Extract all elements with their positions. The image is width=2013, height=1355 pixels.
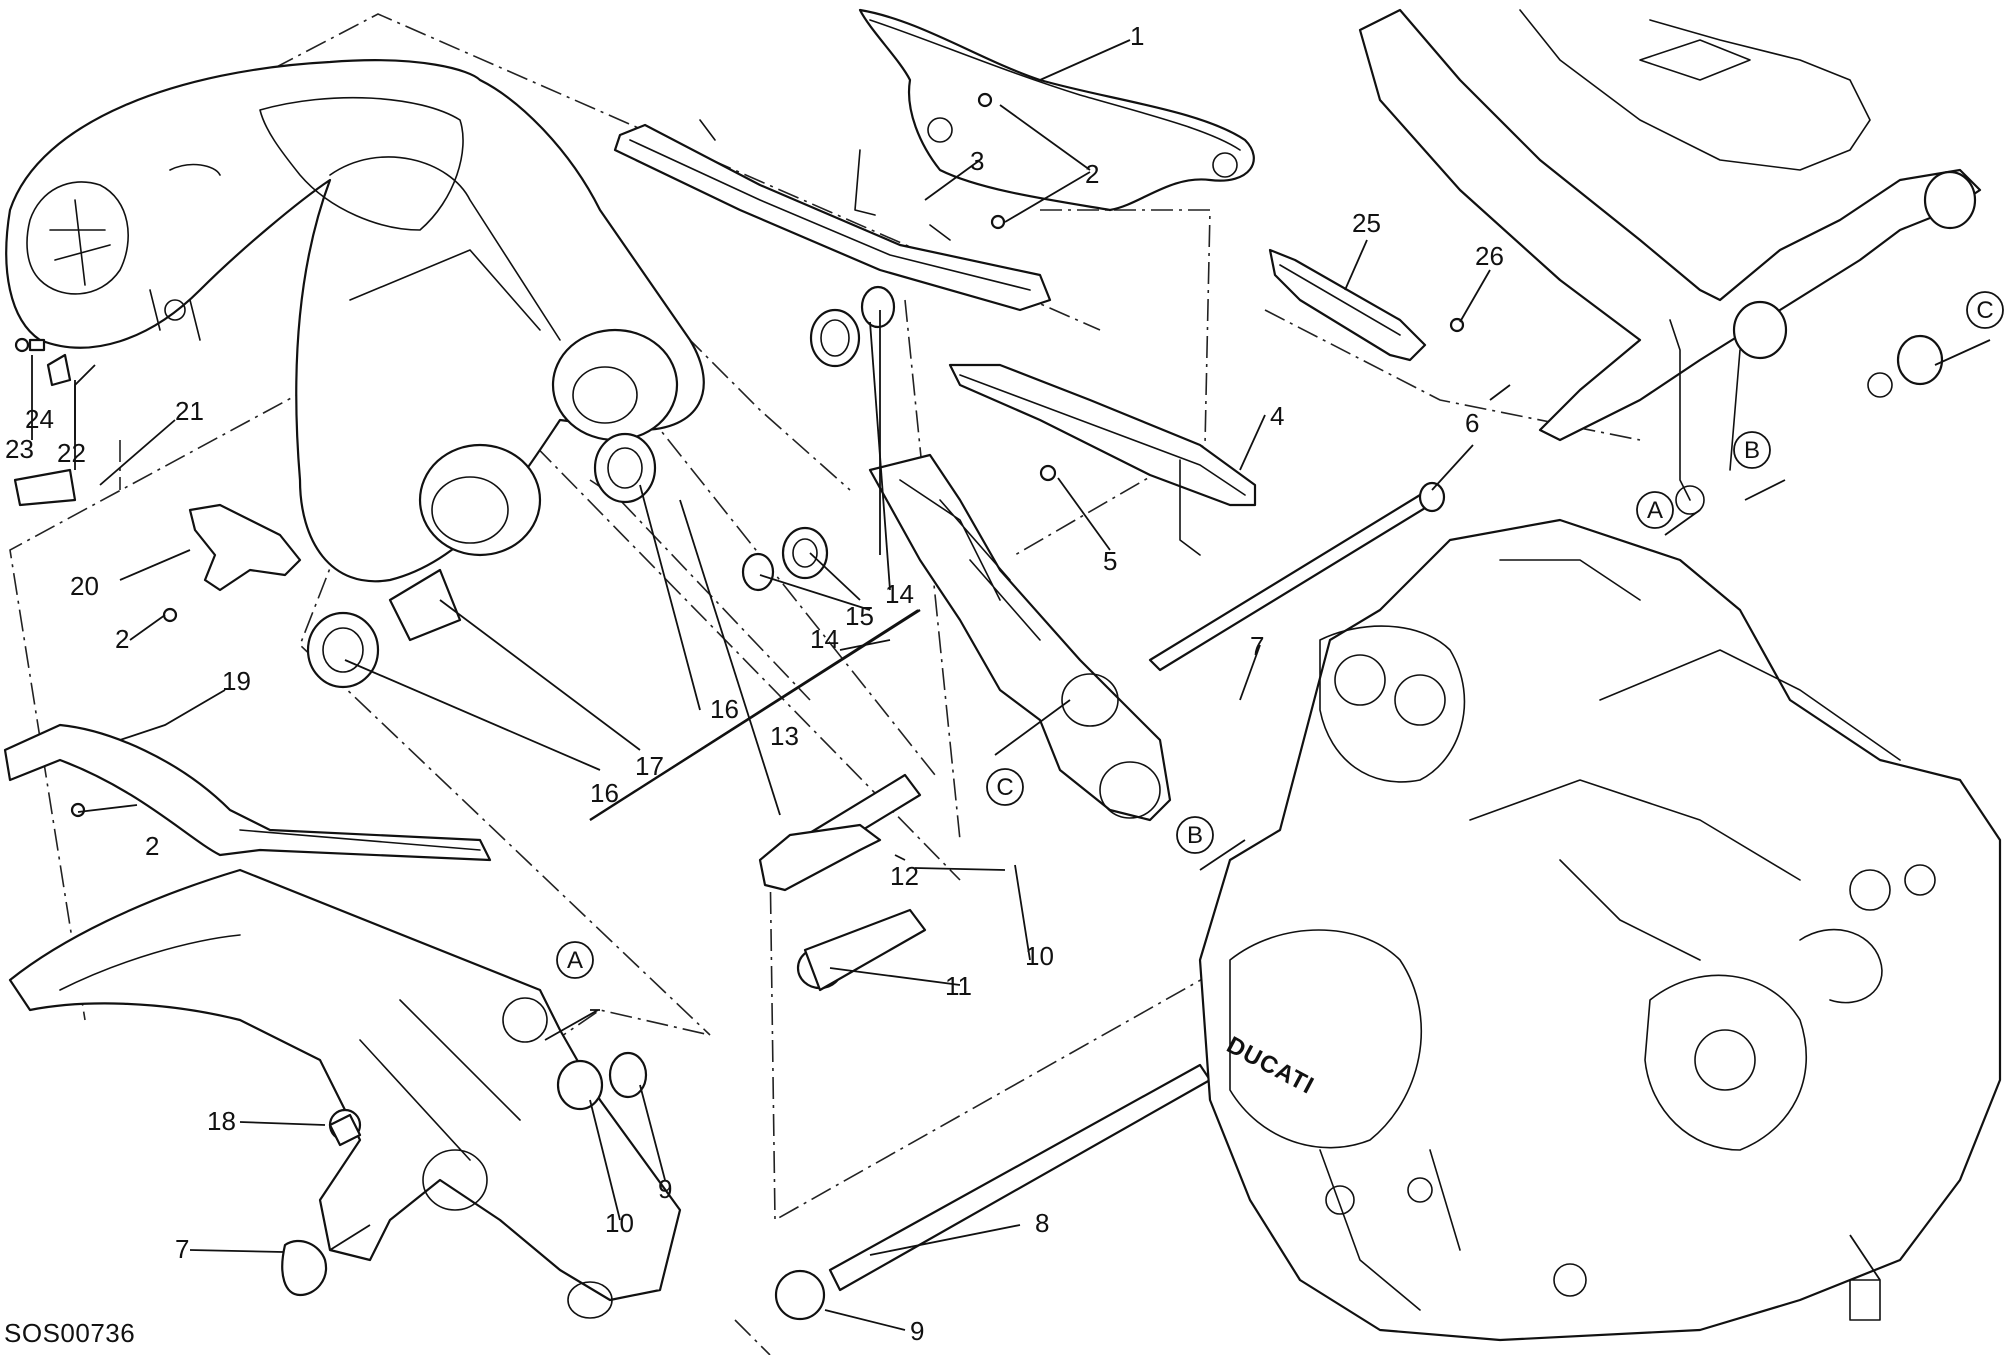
callout-16-right: 16	[710, 694, 739, 724]
leader-lines	[31, 39, 1881, 1331]
callout-16-left: 16	[590, 778, 619, 808]
callout-14-upper: 14	[885, 579, 914, 609]
callout-2: 2	[1085, 159, 1099, 189]
callout-15: 15	[845, 601, 874, 631]
callout-9-footpeg: 9	[658, 1174, 672, 1204]
shaft-8	[774, 1063, 1212, 1321]
ref-marker-b-engine: B	[1176, 816, 1214, 854]
svg-text:B: B	[1744, 437, 1760, 464]
chain-slider-upper	[613, 119, 1052, 312]
ref-marker-a-left: A	[556, 941, 594, 979]
callout-11: 11	[945, 971, 972, 1001]
chain-slider-12	[758, 823, 882, 892]
right-footpeg-bracket	[868, 453, 1172, 822]
callout-20: 20	[70, 571, 99, 601]
fasteners	[13, 92, 1465, 1147]
callout-6: 6	[1465, 408, 1479, 438]
reference-markers: A A B B C C	[556, 291, 2004, 979]
svg-text:A: A	[567, 947, 583, 974]
svg-text:C: C	[1976, 297, 1993, 324]
callout-7-engine: 7	[1250, 631, 1264, 661]
pivot-shaft-6	[1148, 481, 1446, 672]
callout-10-bracket: 10	[1025, 941, 1054, 971]
callout-18: 18	[207, 1106, 236, 1136]
callout-8: 8	[1035, 1208, 1049, 1238]
ref-marker-c-frame: C	[1966, 291, 2004, 329]
callout-7-footpeg: 7	[175, 1234, 189, 1264]
svg-text:A: A	[1647, 497, 1663, 524]
chain-guard	[858, 8, 1255, 212]
bracket-25	[1268, 248, 1427, 362]
group-13-bracket	[589, 608, 921, 822]
callout-3: 3	[970, 146, 984, 176]
engine	[1198, 518, 2002, 1342]
callout-23: 23	[5, 434, 34, 464]
callout-9-shaft: 9	[910, 1316, 924, 1346]
chain-slider-lower	[948, 363, 1257, 556]
swingarm	[5, 59, 705, 583]
callout-4: 4	[1270, 401, 1284, 431]
callout-12: 12	[890, 861, 919, 891]
drawing-code: SOS00736	[4, 1318, 136, 1348]
callout-14-lower: 14	[810, 624, 839, 654]
callout-26: 26	[1475, 241, 1504, 271]
ref-marker-a-right: A	[1636, 491, 1674, 529]
ref-marker-b-right: B	[1733, 431, 1771, 469]
callout-19: 19	[222, 666, 251, 696]
callout-10-footpeg: 10	[605, 1208, 634, 1238]
callout-25: 25	[1352, 208, 1381, 238]
bracket-20	[188, 503, 302, 592]
callout-1: 1	[1130, 21, 1144, 51]
callout-13: 13	[770, 721, 799, 751]
callout-22: 22	[57, 438, 86, 468]
svg-text:B: B	[1187, 822, 1203, 849]
callout-21: 21	[175, 396, 204, 426]
reference-arrows	[544, 339, 1991, 1041]
callout-2-guide: 2	[145, 831, 159, 861]
chain-guide-19	[3, 723, 492, 862]
ref-marker-c-bracket: C	[986, 768, 1024, 806]
callout-2-bracket: 2	[115, 624, 129, 654]
callout-numbers: 1 2 3 4 5 6 7 7 8 9 9 10 10 11 12 13 14 …	[5, 21, 1504, 1346]
bearings-and-bushings	[306, 285, 927, 992]
left-footpeg-bracket	[8, 868, 682, 1319]
callout-17: 17	[635, 751, 664, 781]
callout-24: 24	[25, 404, 54, 434]
frame-subframe	[1358, 8, 1982, 515]
svg-text:C: C	[996, 774, 1013, 801]
callout-5: 5	[1103, 546, 1117, 576]
